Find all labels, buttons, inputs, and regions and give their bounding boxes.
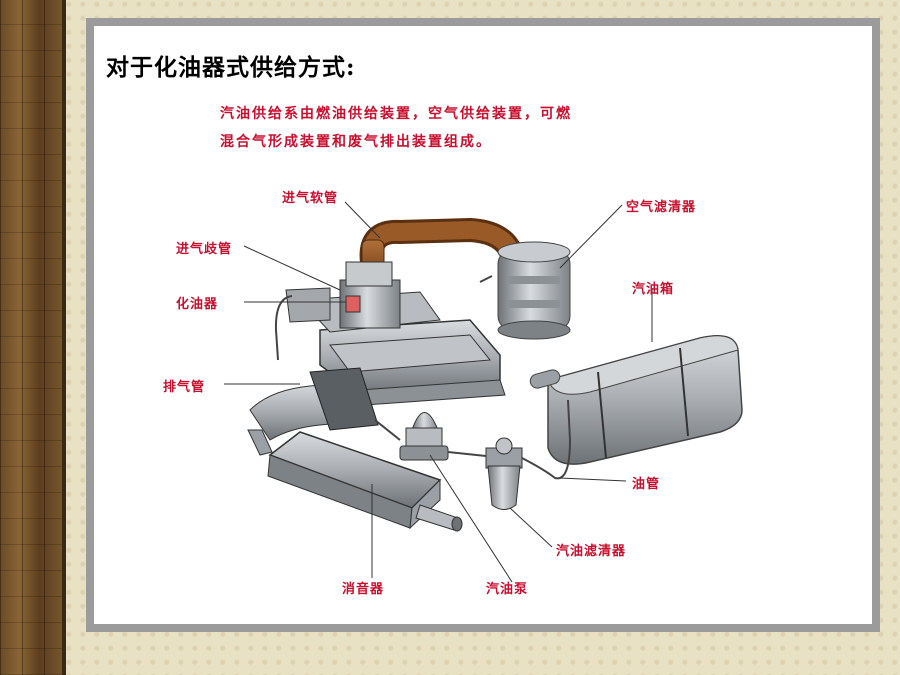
label-exhaust-pipe: 排气管 (163, 380, 206, 395)
fuel-filter-shape (485, 437, 523, 510)
exhaust-pipe-shape (249, 367, 379, 441)
leader-lines (224, 201, 653, 583)
content-panel (94, 26, 872, 624)
fuel-pump-shape (399, 412, 449, 461)
muffler-shape (247, 429, 463, 532)
fuel-lines (274, 275, 572, 480)
label-muffler: 消音器 (342, 582, 385, 597)
label-intake-hose: 进气软管 (282, 191, 339, 206)
label-air-filter: 空气滤清器 (626, 200, 697, 215)
description: 汽油供给系由燃油供给装置，空气供给装置，可燃 混合气形成装置和废气排出装置组成。 (220, 100, 750, 156)
air-filter-shape (497, 241, 571, 340)
description-line-2: 混合气形成装置和废气排出装置组成。 (220, 134, 492, 150)
label-intake-manifold: 进气歧管 (176, 242, 233, 257)
fuel-tank-shape (529, 335, 743, 465)
slide-title: 对于化油器式供给方式: (106, 54, 356, 81)
wood-border-left (0, 0, 66, 675)
label-fuel-line: 油管 (632, 477, 661, 492)
label-fuel-tank: 汽油箱 (632, 282, 675, 297)
label-fuel-filter: 汽油滤清器 (556, 544, 627, 559)
label-fuel-pump: 汽油泵 (486, 582, 529, 597)
description-line-1: 汽油供给系由燃油供给装置，空气供给装置，可燃 (220, 106, 572, 122)
label-carburetor: 化油器 (176, 297, 219, 312)
